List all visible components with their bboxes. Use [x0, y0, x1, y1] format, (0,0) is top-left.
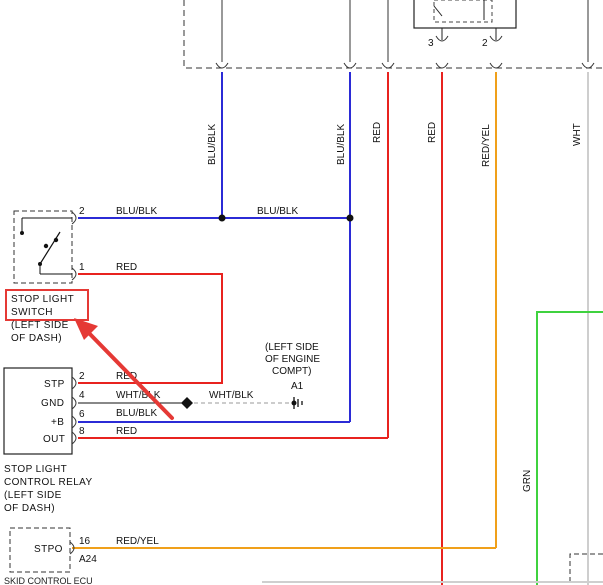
ground-location-line2: OF ENGINE: [265, 354, 320, 365]
skid-name-cut: SKID CONTROL ECU: [4, 576, 93, 585]
relay-pin-6: 6: [79, 409, 85, 420]
splice-dot-2: [346, 214, 354, 222]
skid-pin-a24: A24: [79, 554, 97, 565]
label-h-wht-blk-a: WHT/BLK: [116, 390, 161, 401]
switch-pin-2: 2: [79, 206, 85, 217]
skid-connector-socket: [69, 541, 75, 555]
relay-terminal-gnd: GND: [41, 398, 64, 409]
relay-terminal-plus-b: +B: [51, 417, 64, 428]
bottom-right-component-box: [569, 553, 603, 585]
top-box-internal-lines: [221, 0, 589, 62]
wire-red-switch-to-relay: [78, 273, 223, 384]
ground-point: [291, 400, 297, 406]
top-inner-box: [413, 0, 517, 40]
switch-pin-1: 1: [79, 262, 85, 273]
relay-pin-2: 2: [79, 371, 85, 382]
relay-pin-8: 8: [79, 426, 85, 437]
label-red-1: RED: [372, 122, 383, 143]
annotation-arrow-icon: [74, 318, 174, 420]
label-h-wht-blk-b: WHT/BLK: [209, 390, 254, 401]
label-h-red-stp: RED: [116, 371, 137, 382]
ground-location-line3: COMPT): [272, 366, 311, 377]
ground-location-line1: (LEFT SIDE: [265, 342, 319, 353]
switch-highlight-box: [5, 289, 89, 321]
relay-location-line2: OF DASH): [4, 503, 55, 514]
label-h-blu-blk-a: BLU/BLK: [116, 206, 157, 217]
relay-name-line2: CONTROL RELAY: [4, 477, 93, 488]
label-blu-blk-2: BLU/BLK: [336, 124, 347, 165]
relay-pin-4: 4: [79, 390, 85, 401]
skid-terminal-stpo: STPO: [34, 544, 63, 555]
top-pin-2: 2: [482, 38, 488, 49]
switch-name-line2: SWITCH: [11, 307, 53, 318]
top-connector-sockets: [215, 35, 595, 69]
relay-terminal-out: OUT: [43, 434, 65, 445]
top-pin-3: 3: [428, 38, 434, 49]
top-component-box: [183, 0, 603, 69]
label-h-blu-blk-c: BLU/BLK: [116, 408, 157, 419]
skid-pin-16: 16: [79, 536, 91, 547]
label-blu-blk-1: BLU/BLK: [207, 124, 218, 165]
skid-control-ecu-box: [9, 527, 71, 573]
switch-location-line1: (LEFT SIDE: [11, 320, 69, 331]
splice-dot-1: [218, 214, 226, 222]
label-h-red-yel: RED/YEL: [116, 536, 159, 547]
switch-location-line2: OF DASH): [11, 333, 62, 344]
relay-terminal-stp: STP: [44, 379, 65, 390]
label-wht: WHT: [572, 123, 583, 146]
label-h-red-sw: RED: [116, 262, 137, 273]
relay-connector-sockets: [71, 376, 77, 445]
label-h-red-out: RED: [116, 426, 137, 437]
label-h-blu-blk-b: BLU/BLK: [257, 206, 298, 217]
relay-location-line1: (LEFT SIDE: [4, 490, 62, 501]
stop-light-control-relay-box: [3, 367, 73, 455]
splice-diamond: [181, 397, 193, 409]
ground-id: A1: [291, 381, 304, 392]
stop-light-switch-symbol: [13, 210, 77, 284]
label-grn: GRN: [522, 470, 533, 492]
label-red-2: RED: [427, 122, 438, 143]
wire-grn: [536, 311, 603, 585]
label-red-yel: RED/YEL: [481, 124, 492, 167]
relay-name-line1: STOP LIGHT: [4, 464, 67, 475]
switch-name-line1: STOP LIGHT: [11, 294, 74, 305]
